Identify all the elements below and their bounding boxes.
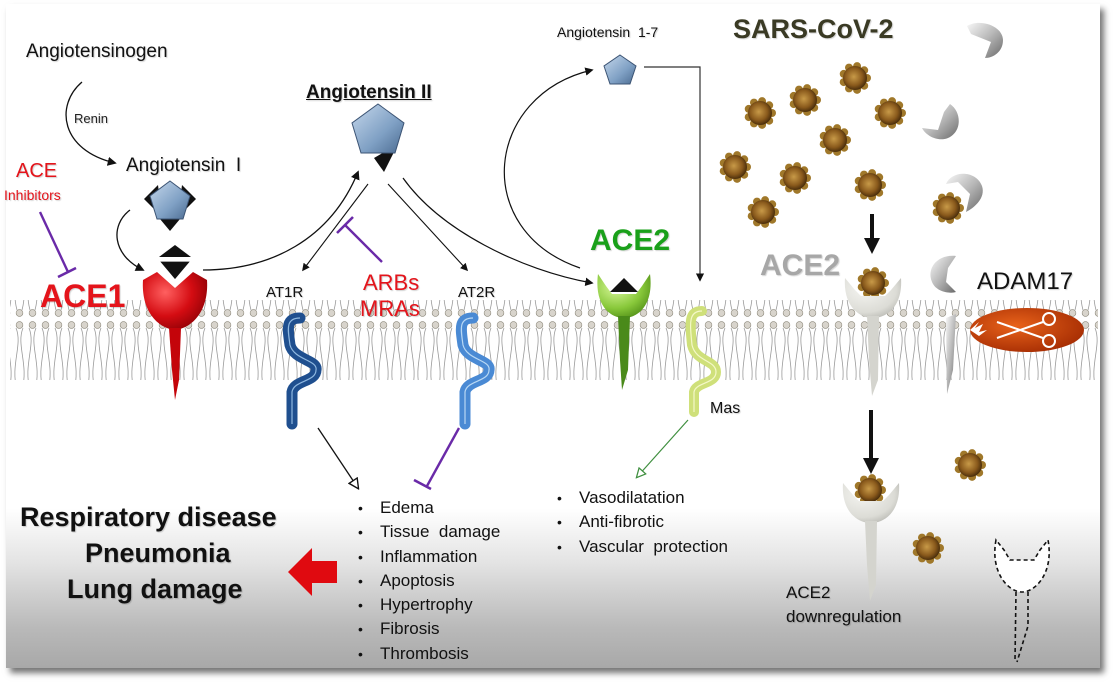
angiotensin-2-label: Angiotensin II	[306, 82, 432, 103]
effect-item: Tissue damage	[354, 520, 500, 545]
ace-inhibitor-bar	[57, 266, 77, 279]
ace2-grey-label: ACE2	[760, 249, 841, 282]
mas-label: Mas	[710, 400, 741, 417]
virus-particle-icon	[857, 267, 889, 299]
internalized-ace2	[842, 483, 900, 601]
ace1-label: ACE1	[40, 278, 126, 314]
angiotensinogen-label: Angiotensinogen	[26, 41, 168, 62]
outcome-arrow	[288, 548, 337, 596]
effect-item: Fibrosis	[354, 617, 500, 642]
virus-particle-icon	[954, 449, 986, 481]
ace2-downregulation-line1: ACE2	[786, 583, 831, 602]
angiotensin-1-7-molecule	[603, 54, 637, 85]
effect-item: Thrombosis	[354, 642, 500, 667]
ang2-to-at2r-arrow	[387, 183, 469, 272]
ace-inhibitors-label-line2: Inhibitors	[4, 187, 61, 203]
shed-ace2-fragment	[922, 104, 959, 140]
arbs-label: ARBs	[363, 270, 420, 295]
ace2-to-ang17-arrow	[503, 67, 594, 269]
angiotensin-1-7-label: Angiotensin 1-7	[557, 24, 659, 40]
ang1-to-ace1-arrow	[116, 209, 145, 271]
outcome-line-1: Respiratory disease	[20, 502, 277, 532]
at2r-label: AT2R	[458, 284, 496, 301]
renin-label: Renin	[74, 111, 108, 126]
virus-particle-icon	[854, 474, 886, 506]
outcome-line-3: Lung damage	[67, 574, 243, 604]
arb-inhibitor-line	[344, 224, 383, 263]
effect-item: Vasodilatation	[553, 486, 728, 511]
mas-effects-arrow	[637, 419, 689, 477]
renin-arrow	[65, 81, 117, 166]
ang2-to-ace2-arrow	[402, 177, 594, 286]
at1r-effects-arrow	[317, 427, 358, 488]
effect-item: Apoptosis	[354, 569, 500, 594]
effect-item: Vascular protection	[553, 535, 728, 560]
effect-item: Inflammation	[354, 545, 500, 570]
at1r-label: AT1R	[266, 284, 304, 301]
virus-particle-icon	[839, 62, 871, 94]
virus-particles	[719, 62, 986, 564]
mas-effects-list: VasodilatationAnti-fibroticVascular prot…	[553, 486, 728, 559]
ace2-downregulation-line2: downregulation	[786, 607, 902, 626]
sars-cov-2-title: SARS-CoV-2	[733, 14, 894, 44]
virus-particle-icon	[719, 151, 751, 183]
angiotensin-1-molecule	[144, 180, 196, 231]
at2r-inhibit-line	[425, 427, 461, 487]
ace1-enzyme	[142, 245, 208, 400]
ace2-enzyme	[597, 274, 651, 390]
virus-particle-icon	[912, 532, 944, 564]
effect-item: Hypertrophy	[354, 593, 500, 618]
arb-inhibitor-bar	[336, 216, 354, 234]
ace1-to-ang2-arrow	[202, 170, 360, 271]
effect-item: Anti-fibrotic	[553, 510, 728, 535]
virus-particle-icon	[932, 192, 964, 224]
ace2-grey-receptor	[844, 278, 902, 396]
shed-ace2-fragment	[967, 22, 1003, 58]
virus-particle-icon	[747, 196, 779, 228]
scissors-icon	[996, 312, 1056, 348]
outcome-line-2: Pneumonia	[85, 538, 231, 568]
ang2-to-at1r-arrow	[302, 183, 369, 272]
mras-label: MRAs	[360, 296, 420, 321]
adam17-enzyme	[970, 308, 1084, 352]
adam17-label: ADAM17	[977, 268, 1074, 295]
shed-ace2-fragment	[930, 255, 956, 293]
effect-item: Edema	[354, 496, 500, 521]
virus-particle-icon	[874, 97, 906, 129]
at2r-inhibit-bar	[413, 478, 432, 491]
ace2-label: ACE2	[590, 224, 671, 257]
virus-particle-icon	[819, 124, 851, 156]
shed-ace2-fragment	[946, 173, 983, 212]
ace-inhibitors-label-line1: ACE	[16, 160, 58, 182]
angiotensin-2-molecule	[351, 103, 405, 172]
ace-inhibitor-line	[38, 211, 70, 273]
virus-particle-icon	[789, 84, 821, 116]
virus-particle-icon	[779, 162, 811, 194]
virus-particle-icon	[744, 97, 776, 129]
degraded-ace2-ghost	[994, 538, 1050, 663]
at1r-effects-list: EdemaTissue damageInflammationApoptosisH…	[354, 496, 500, 666]
angiotensin-1-label: Angiotensin I	[126, 155, 242, 176]
cleaved-ace2-stub	[946, 314, 956, 394]
ang17-to-mas-arrow	[644, 66, 705, 282]
virus-particle-icon	[854, 169, 886, 201]
